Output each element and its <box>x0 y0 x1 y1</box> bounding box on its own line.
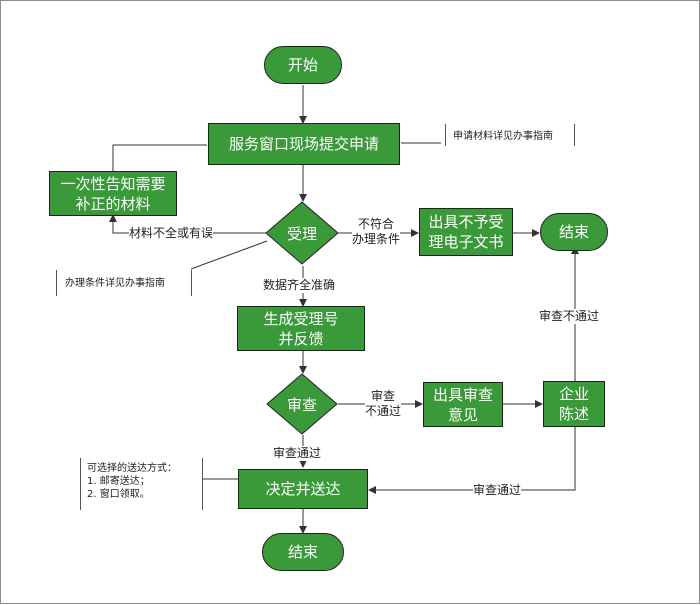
materials-guide-note: 申请材料详见办事指南 <box>453 131 553 142</box>
review-label: 审查 <box>286 395 317 414</box>
decide-deliver-node: 决定并送达 <box>238 469 368 509</box>
review-opinion-node: 出具审查 意见 <box>423 382 503 427</box>
reject-document-node: 出具不予受 理电子文书 <box>419 208 513 256</box>
submit-application-node: 服务窗口现场提交申请 <box>208 123 400 165</box>
generate-number-node: 生成受理号 并反馈 <box>237 306 365 351</box>
label-review-pass: 审查通过 <box>273 446 322 461</box>
conditions-guide-note: 办理条件详见办事指南 <box>65 278 165 289</box>
materials-guide-bracket <box>445 124 575 146</box>
review-diamond-shape <box>266 373 338 435</box>
accept-decision-node: 受理 <box>265 201 339 265</box>
label-review-fail-2: 审查不通过 <box>539 309 600 324</box>
company-statement-node: 企业 陈述 <box>543 381 605 427</box>
review-decision-node: 审查 <box>266 373 338 435</box>
accept-label: 受理 <box>286 224 317 243</box>
label-complete: 数据齐全准确 <box>263 278 336 293</box>
label-review-pass-2: 审查通过 <box>473 483 522 498</box>
conditions-guide-bracket <box>56 270 192 296</box>
delivery-bracket <box>80 458 203 510</box>
label-review-fail: 审查 不通过 <box>365 389 402 419</box>
label-not-meet: 不符合 办理条件 <box>352 217 401 247</box>
delivery-methods-note: 可选择的送达方式： 1. 邮寄送达； 2. 窗口领取。 <box>87 463 177 500</box>
end-bottom-node: 结束 <box>262 533 344 571</box>
label-incomplete: 材料不全或有误 <box>129 226 214 241</box>
start-node: 开始 <box>264 46 342 84</box>
end-top-node: 结束 <box>540 213 608 251</box>
accept-diamond-shape <box>265 201 339 265</box>
notify-supplement-node: 一次性告知需要 补正的材料 <box>49 171 177 216</box>
